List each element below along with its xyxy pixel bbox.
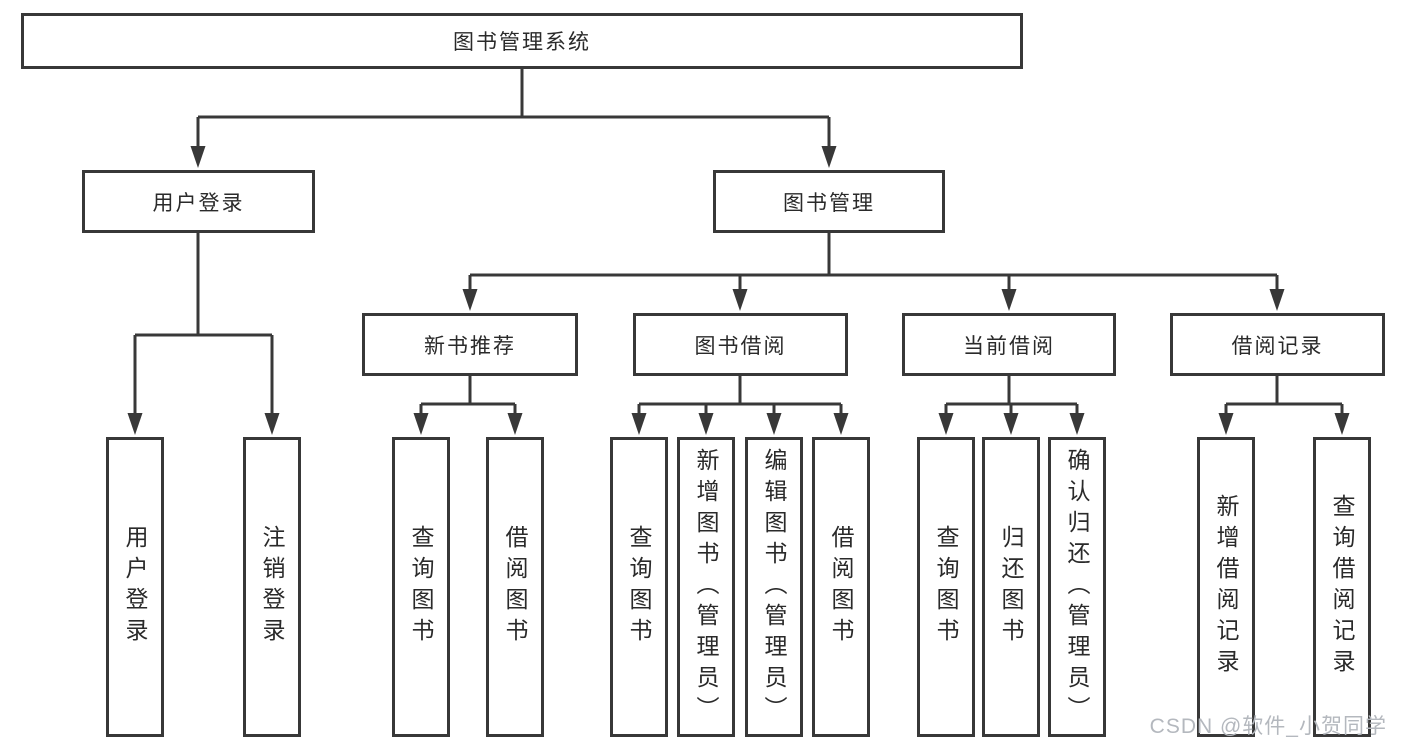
- leaf-borrow-books-recommend-label: 借阅图书: [502, 525, 528, 649]
- leaf-logout: 注销登录: [243, 437, 301, 737]
- leaf-query-borrow-record-label: 查询借阅记录: [1329, 494, 1355, 680]
- leaf-query-books-borrow: 查询图书: [610, 437, 668, 737]
- node-library-management-system: 图书管理系统: [21, 13, 1023, 69]
- leaf-confirm-return-admin: 确认归还（管理员）: [1048, 437, 1106, 737]
- node-book-borrow: 图书借阅: [633, 313, 848, 376]
- leaf-query-books-current-label: 查询图书: [933, 525, 959, 649]
- node-new-book-recommend-label: 新书推荐: [424, 334, 516, 358]
- node-borrow-records-label: 借阅记录: [1231, 334, 1324, 358]
- node-current-borrow-label: 当前借阅: [963, 334, 1055, 358]
- leaf-borrow-books: 借阅图书: [812, 437, 870, 737]
- node-user-login: 用户登录: [82, 170, 315, 233]
- leaf-borrow-books-label: 借阅图书: [828, 525, 854, 649]
- node-book-management-label: 图书管理: [783, 191, 875, 215]
- leaf-edit-books-admin: 编辑图书（管理员）: [745, 437, 803, 737]
- leaf-edit-books-admin-label: 编辑图书（管理员）: [761, 447, 787, 727]
- leaf-return-books: 归还图书: [982, 437, 1040, 737]
- node-book-borrow-label: 图书借阅: [694, 334, 787, 358]
- arrowhead-icons: [127, 146, 1350, 435]
- node-borrow-records: 借阅记录: [1170, 313, 1385, 376]
- node-library-management-system-label: 图书管理系统: [453, 31, 591, 54]
- leaf-user-login-label: 用户登录: [122, 525, 148, 649]
- leaf-query-books-current: 查询图书: [917, 437, 975, 737]
- leaf-query-books-recommend-label: 查询图书: [408, 525, 434, 649]
- leaf-logout-label: 注销登录: [259, 525, 285, 649]
- node-current-borrow: 当前借阅: [902, 313, 1116, 376]
- leaf-query-books-borrow-label: 查询图书: [626, 525, 652, 649]
- leaf-query-books-recommend: 查询图书: [392, 437, 450, 737]
- leaf-confirm-return-admin-label: 确认归还（管理员）: [1064, 447, 1090, 727]
- leaf-return-books-label: 归还图书: [998, 525, 1024, 649]
- csdn-watermark: CSDN @软件_小贺同学: [1149, 715, 1387, 738]
- leaf-borrow-books-recommend: 借阅图书: [486, 437, 544, 737]
- leaf-add-books-admin-label: 新增图书（管理员）: [693, 447, 719, 727]
- node-book-management: 图书管理: [713, 170, 945, 233]
- leaf-query-borrow-record: 查询借阅记录: [1313, 437, 1371, 737]
- leaf-add-books-admin: 新增图书（管理员）: [677, 437, 735, 737]
- leaf-add-borrow-record: 新增借阅记录: [1197, 437, 1255, 737]
- leaf-add-borrow-record-label: 新增借阅记录: [1213, 494, 1239, 680]
- node-user-login-label: 用户登录: [152, 191, 245, 215]
- leaf-user-login: 用户登录: [106, 437, 164, 737]
- node-new-book-recommend: 新书推荐: [362, 313, 578, 376]
